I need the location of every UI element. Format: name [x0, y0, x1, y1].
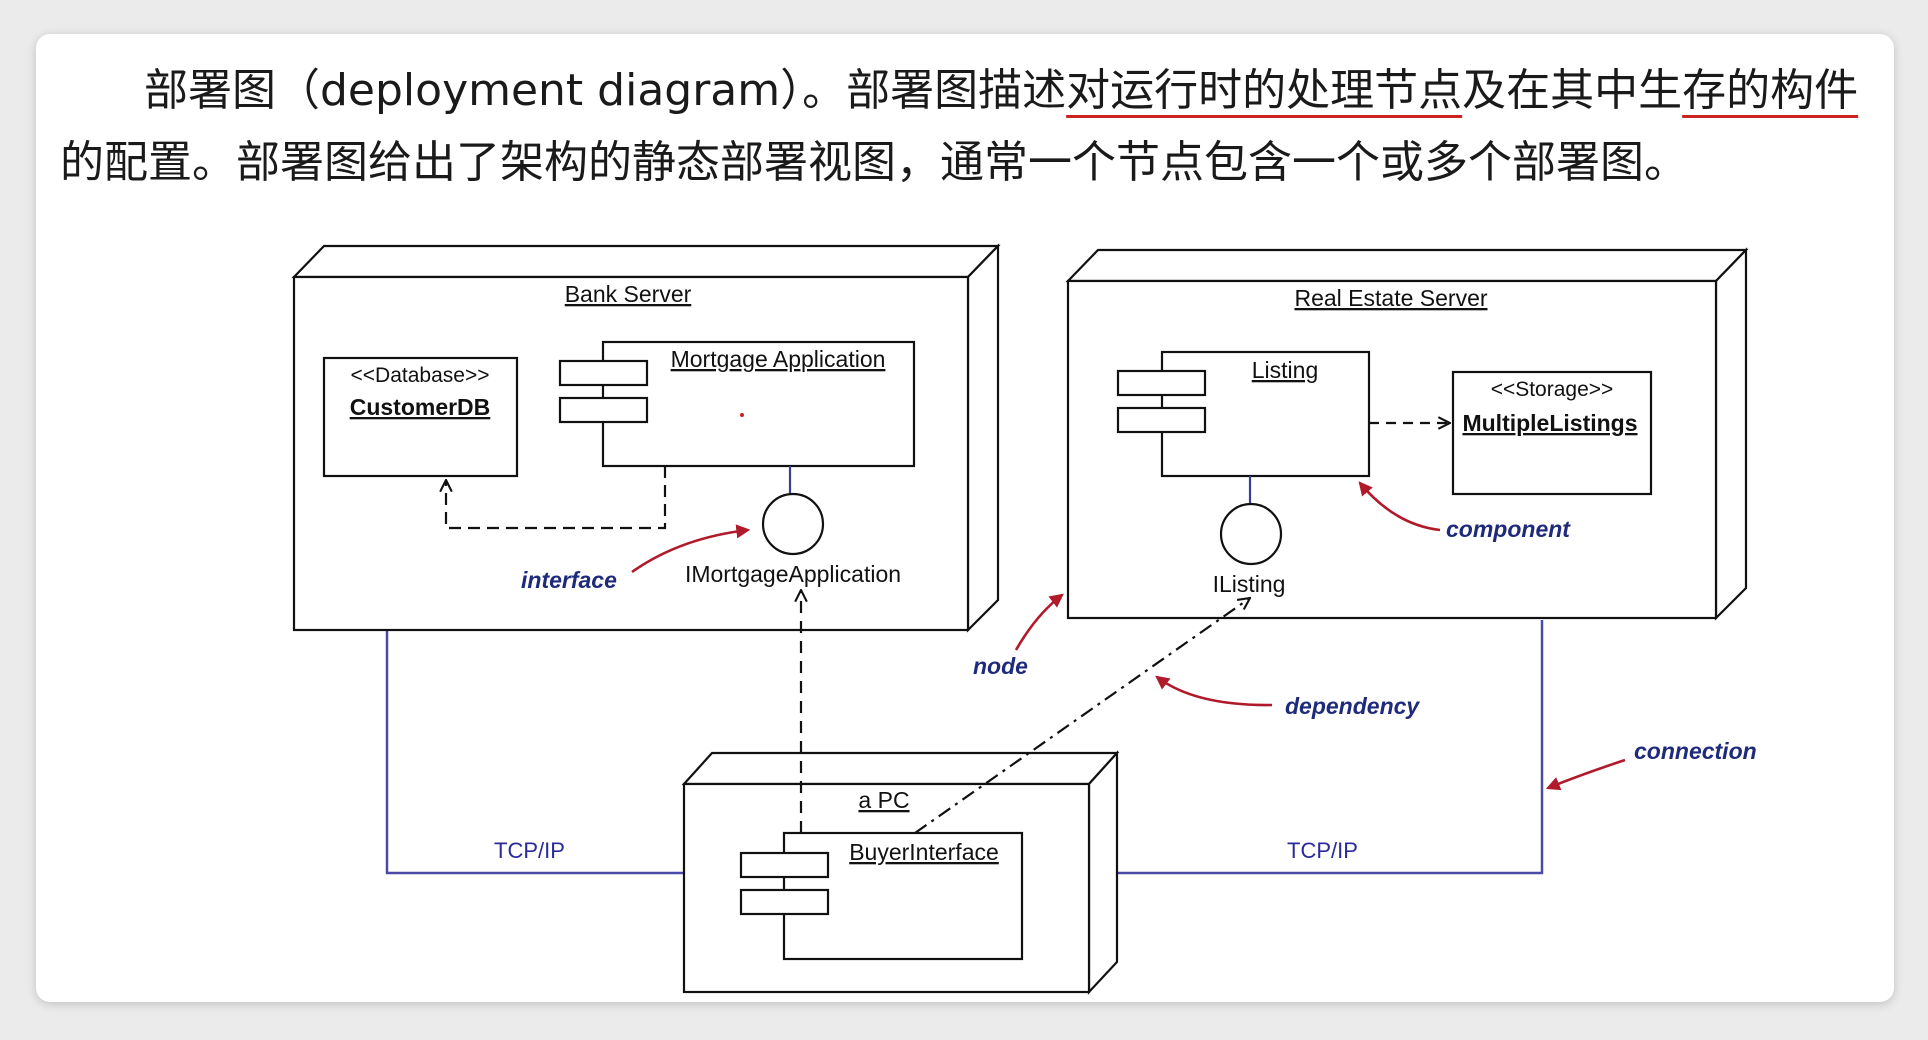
paragraph-line-2: 的配置。部署图给出了架构的静态部署视图，通常一个节点包含一个或多个部署图。 [60, 137, 1688, 188]
connection-right [1117, 620, 1544, 875]
stray-dot [740, 413, 744, 417]
arrow-node [1014, 593, 1064, 651]
ilisting-interface-label: IListing [1213, 571, 1286, 597]
bank-server-title: Bank Server [565, 281, 692, 307]
customer-db-name: CustomerDB [350, 394, 491, 420]
arrow-interface [631, 524, 751, 574]
annotation-node: node [973, 653, 1028, 679]
mortgage-application-component [558, 340, 916, 468]
connection-left-label: TCP/IP [494, 838, 565, 863]
annotation-connection: connection [1634, 738, 1757, 764]
multiple-listings-name: MultipleListings [1462, 410, 1637, 436]
listing-name: Listing [1252, 357, 1318, 383]
listing-component [1116, 350, 1371, 478]
paragraph-line-1: 部署图（deployment diagram）。部署图描述对运行时的处理节点及在… [144, 54, 1858, 118]
arrow-component [1358, 481, 1441, 532]
connection-left [385, 630, 684, 875]
paragraph-highlight: 对运行时的处理节点 [1066, 65, 1463, 116]
annotation-component: component [1446, 516, 1571, 542]
arrow-connection [1545, 758, 1626, 791]
mortgage-application-name: Mortgage Application [671, 346, 886, 372]
buyer-interface-component [739, 831, 1024, 961]
buyer-interface-name: BuyerInterface [849, 839, 999, 865]
multiple-listings-stereotype: <<Storage>> [1491, 378, 1614, 401]
real-estate-server-title: Real Estate Server [1294, 285, 1487, 311]
dependency-mortgage-to-db [446, 466, 667, 530]
ilisting-lollipop-circle [1219, 502, 1283, 566]
paragraph-text: 及在其中生 [1462, 65, 1683, 116]
annotation-dependency: dependency [1285, 693, 1420, 719]
imortgage-lollipop-circle [761, 492, 825, 556]
paragraph-text: 部署图（deployment diagram）。部署图描述 [144, 65, 1067, 116]
connection-lines [385, 620, 1544, 875]
multiple-listings-box [1451, 370, 1653, 496]
customer-db-stereotype: <<Database>> [351, 364, 490, 387]
pc-title: a PC [858, 787, 909, 813]
annotation-arrows [631, 481, 1626, 791]
imortgage-interface-label: IMortgageApplication [685, 561, 901, 587]
paragraph-highlight: 存的构件 [1682, 65, 1859, 116]
connection-right-label: TCP/IP [1287, 838, 1358, 863]
annotation-interface: interface [521, 567, 617, 593]
arrow-dependency [1155, 675, 1273, 707]
customer-db-box [322, 356, 519, 478]
dependency-buyer-to-ilisting [914, 598, 1250, 834]
